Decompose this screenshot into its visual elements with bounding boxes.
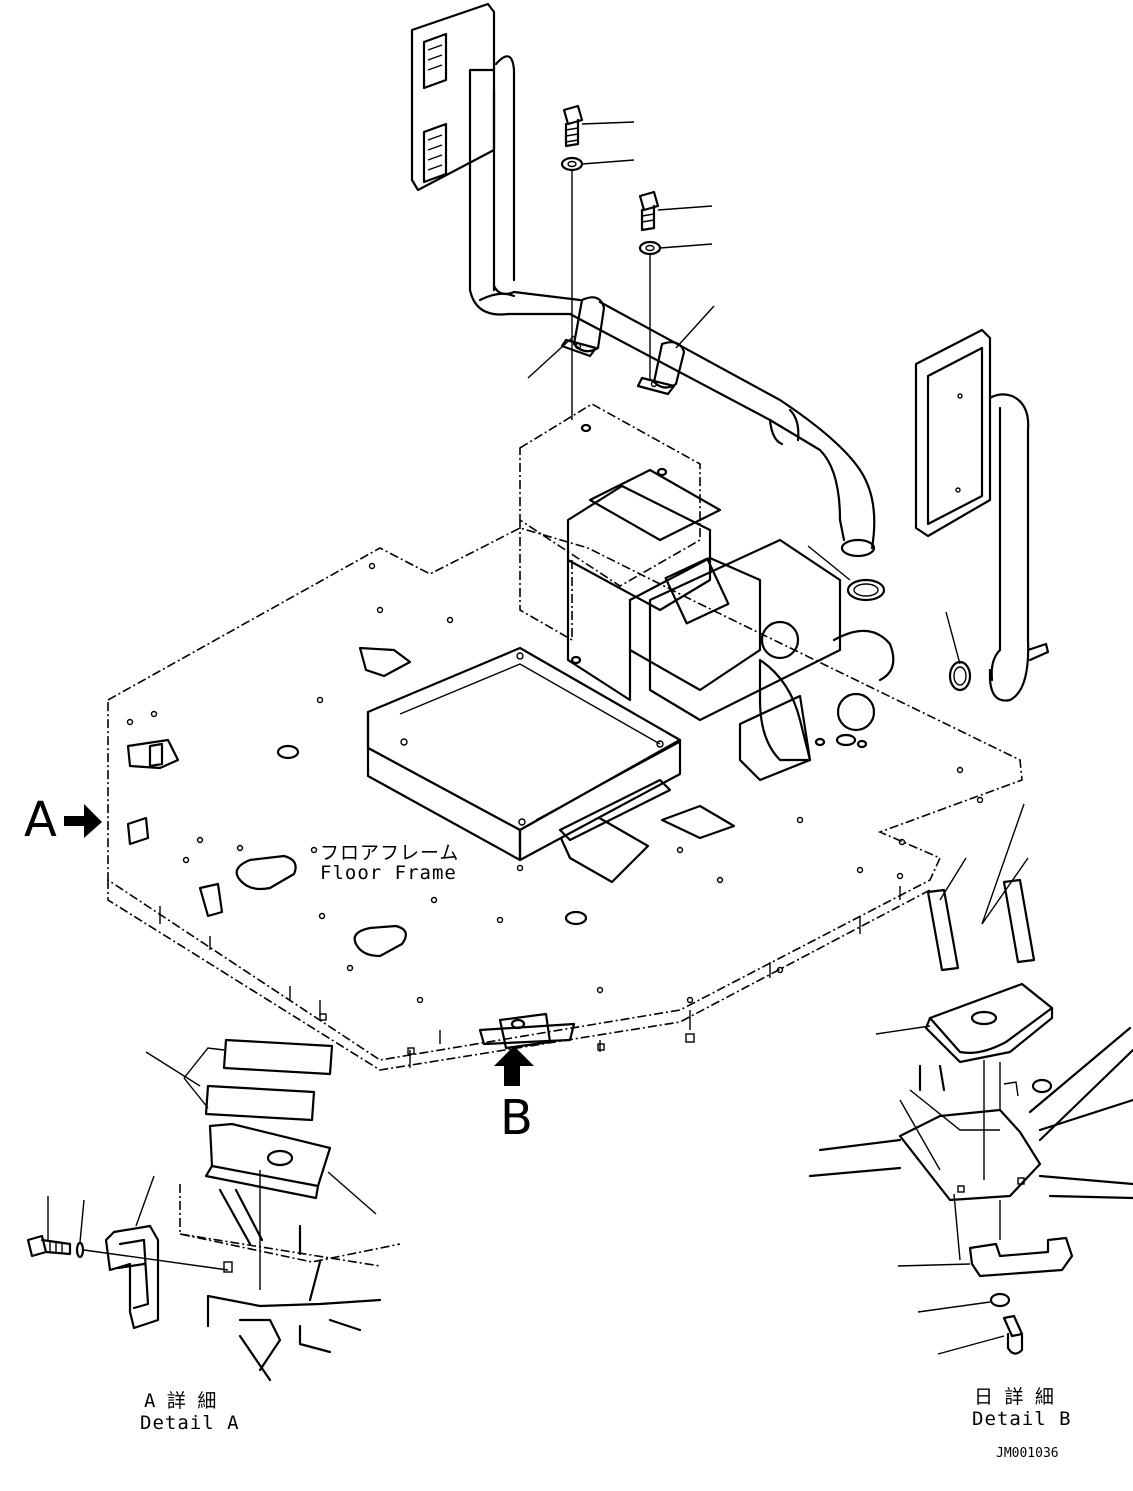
- view-b-arrow: [494, 1046, 534, 1086]
- duct-clamp-right: [636, 341, 686, 396]
- detail-a-label-ja: A 詳 細: [144, 1390, 217, 1412]
- washer-icon: [638, 240, 662, 256]
- washer-icon: [560, 156, 584, 172]
- floor-frame-label-en: Floor Frame: [320, 862, 457, 884]
- drawing-number: JM001036: [996, 1446, 1059, 1461]
- view-a-arrow: [64, 804, 102, 838]
- floor-frame: [107, 527, 1023, 1071]
- floor-frame-label-ja: フロアフレーム: [320, 842, 460, 864]
- console-box: [366, 646, 682, 862]
- hose-clamp-icon: [948, 660, 972, 692]
- detail-b-label-ja: 日 詳 細: [974, 1386, 1054, 1408]
- view-a-letter: A: [24, 792, 57, 848]
- main-air-duct: [568, 300, 876, 558]
- detail-b-assembly: [808, 878, 1133, 1355]
- detail-a-assembly: [26, 1038, 401, 1382]
- duct-clamp-left: [560, 296, 606, 358]
- hose-clamp-icon: [846, 578, 886, 602]
- right-air-duct: [914, 328, 1050, 702]
- detail-b-label-en: Detail B: [972, 1408, 1072, 1430]
- view-b-letter: B: [500, 1090, 533, 1146]
- left-air-duct: [410, 2, 582, 316]
- detail-a-label-en: Detail A: [140, 1412, 240, 1434]
- bolt-icon: [562, 104, 584, 148]
- heater-unit-box: [519, 403, 895, 782]
- bolt-icon: [638, 190, 660, 232]
